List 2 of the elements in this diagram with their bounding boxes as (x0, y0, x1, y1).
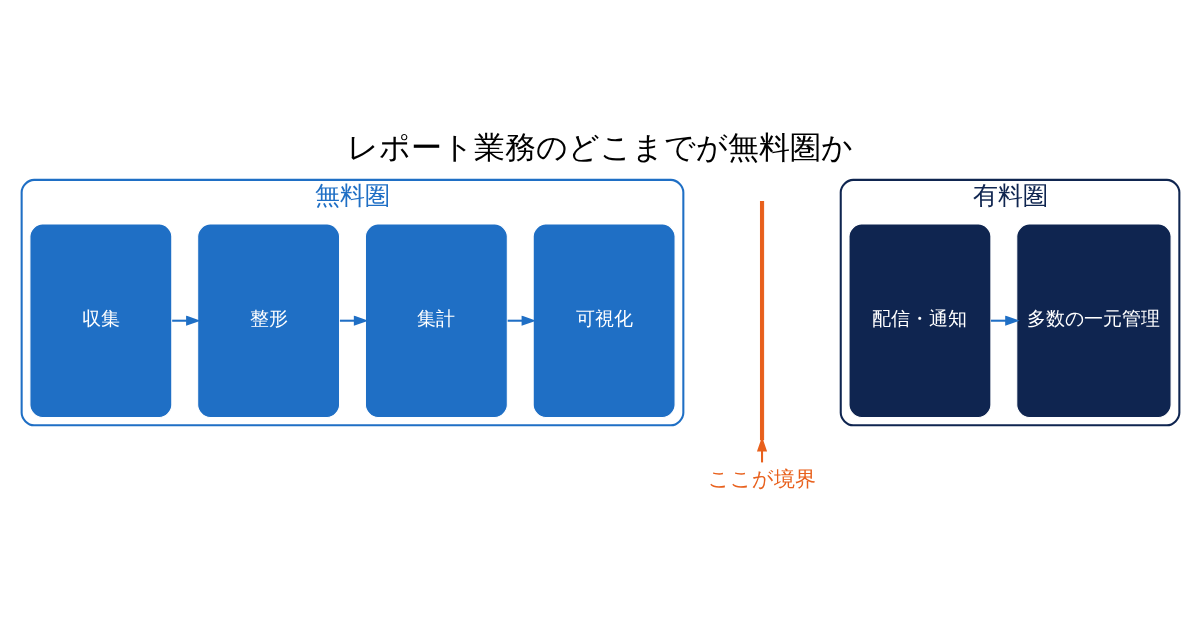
node-text: ここが境界 (707, 466, 816, 491)
diagram-title: レポート業務のどこまでが無料圏か (347, 128, 853, 165)
